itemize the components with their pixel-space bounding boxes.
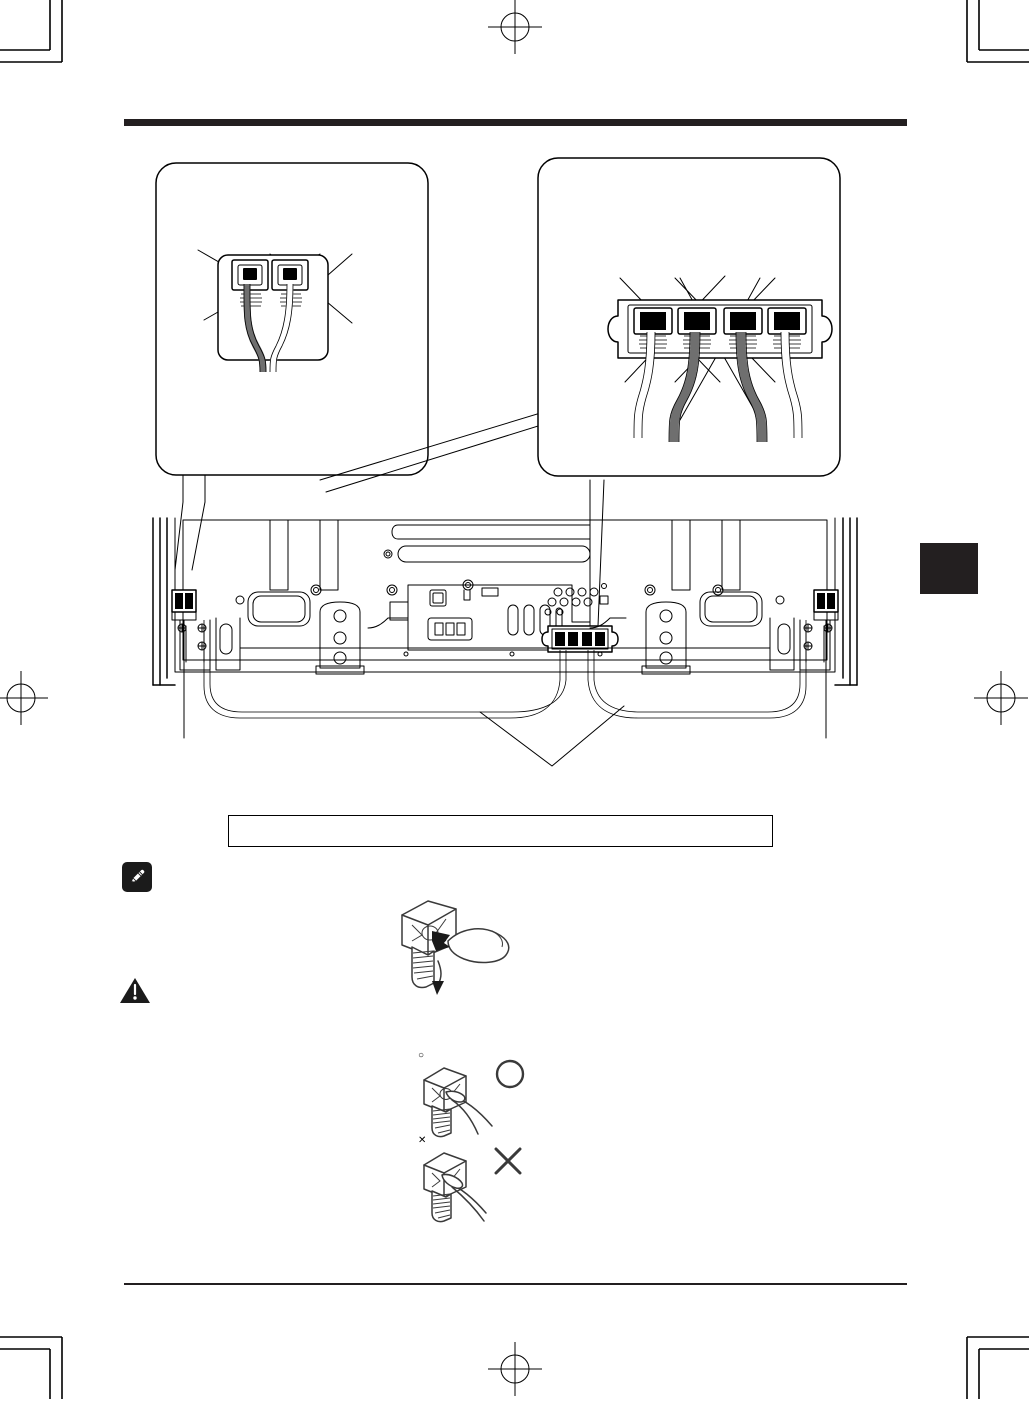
incorrect-handling-illustration: .x-ln { fill:#fff; stroke:#3a3a3a; strok…	[418, 1135, 522, 1223]
speaker-cable-routing	[203, 620, 807, 719]
correct-mark-label: ○	[418, 1050, 424, 1061]
pencil-note-icon	[122, 862, 152, 892]
connector-release-illustration: .c-ln { fill:#fff; stroke:#3a3a3a; strok…	[401, 900, 510, 995]
note-callout-box	[228, 815, 773, 847]
registration-target-top	[488, 0, 542, 54]
callout-left	[155, 162, 429, 571]
registration-target-right	[974, 671, 1028, 725]
registration-target-bottom	[488, 1342, 542, 1396]
crop-mark-top-left	[0, 0, 63, 63]
callout-right	[319, 157, 841, 631]
incorrect-mark-label: ✕	[418, 1135, 426, 1146]
crop-mark-top-right	[966, 0, 1029, 63]
rear-panel-speaker-wiring-diagram: .ln { fill:none; stroke:#000; stroke-wid…	[152, 157, 858, 767]
header-rule	[124, 119, 907, 126]
center-speaker-terminal-strip	[541, 625, 619, 653]
right-side-speaker-terminal	[813, 589, 839, 621]
footer-rule	[124, 1283, 907, 1285]
registration-target-left	[0, 671, 48, 725]
left-terminal-detail-art	[197, 249, 353, 373]
crop-mark-bottom-left	[0, 1336, 63, 1399]
warning-triangle-icon	[118, 975, 152, 1005]
section-thumb-tab	[920, 543, 978, 594]
correct-handling-illustration: .k-ln { fill:#fff; stroke:#3a3a3a; strok…	[418, 1050, 525, 1138]
left-side-speaker-terminal	[171, 589, 197, 621]
center-terminal-detail-art	[607, 275, 833, 443]
display-rear-view	[152, 517, 858, 767]
crop-mark-bottom-right	[966, 1336, 1029, 1399]
